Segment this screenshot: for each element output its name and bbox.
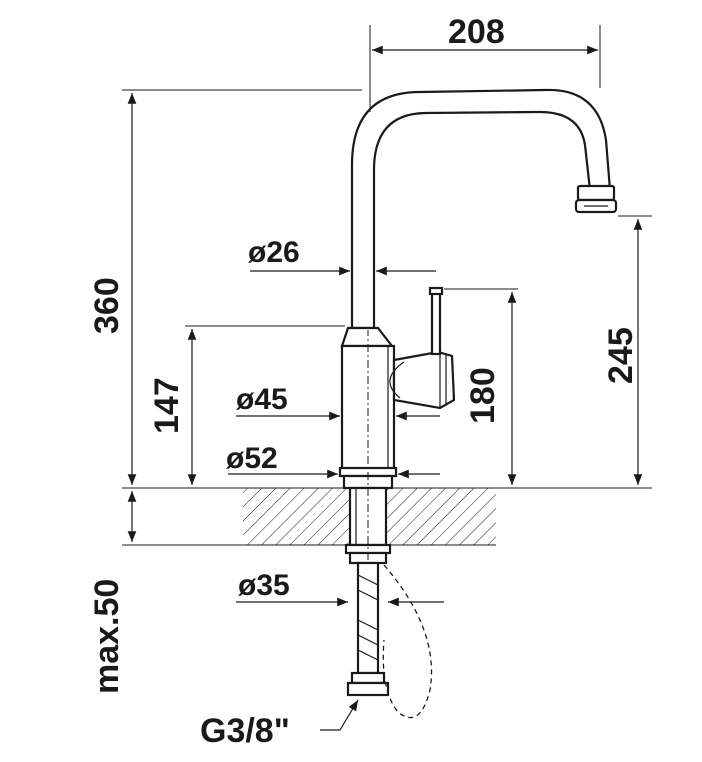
dim-connection: G3/8" <box>200 712 290 750</box>
spout <box>350 88 612 330</box>
dim-base-diameter: ø52 <box>226 442 278 475</box>
dim-max-thickness: max.50 <box>88 579 126 694</box>
dim-total-height: 360 <box>88 277 126 334</box>
dim-spout-height: 245 <box>602 327 640 384</box>
dim-spout-reach: 208 <box>448 13 505 51</box>
dim-lever-height: 180 <box>464 367 502 424</box>
dim-body-diameter: ø45 <box>236 383 288 416</box>
dim-hole-diameter: ø35 <box>238 569 290 602</box>
lever <box>430 290 442 356</box>
aerator <box>576 184 616 202</box>
pull-out-hose <box>382 564 433 719</box>
dim-spout-diameter: ø26 <box>248 236 300 269</box>
dim-body-height: 147 <box>148 377 186 434</box>
handle-cartridge <box>392 350 456 410</box>
